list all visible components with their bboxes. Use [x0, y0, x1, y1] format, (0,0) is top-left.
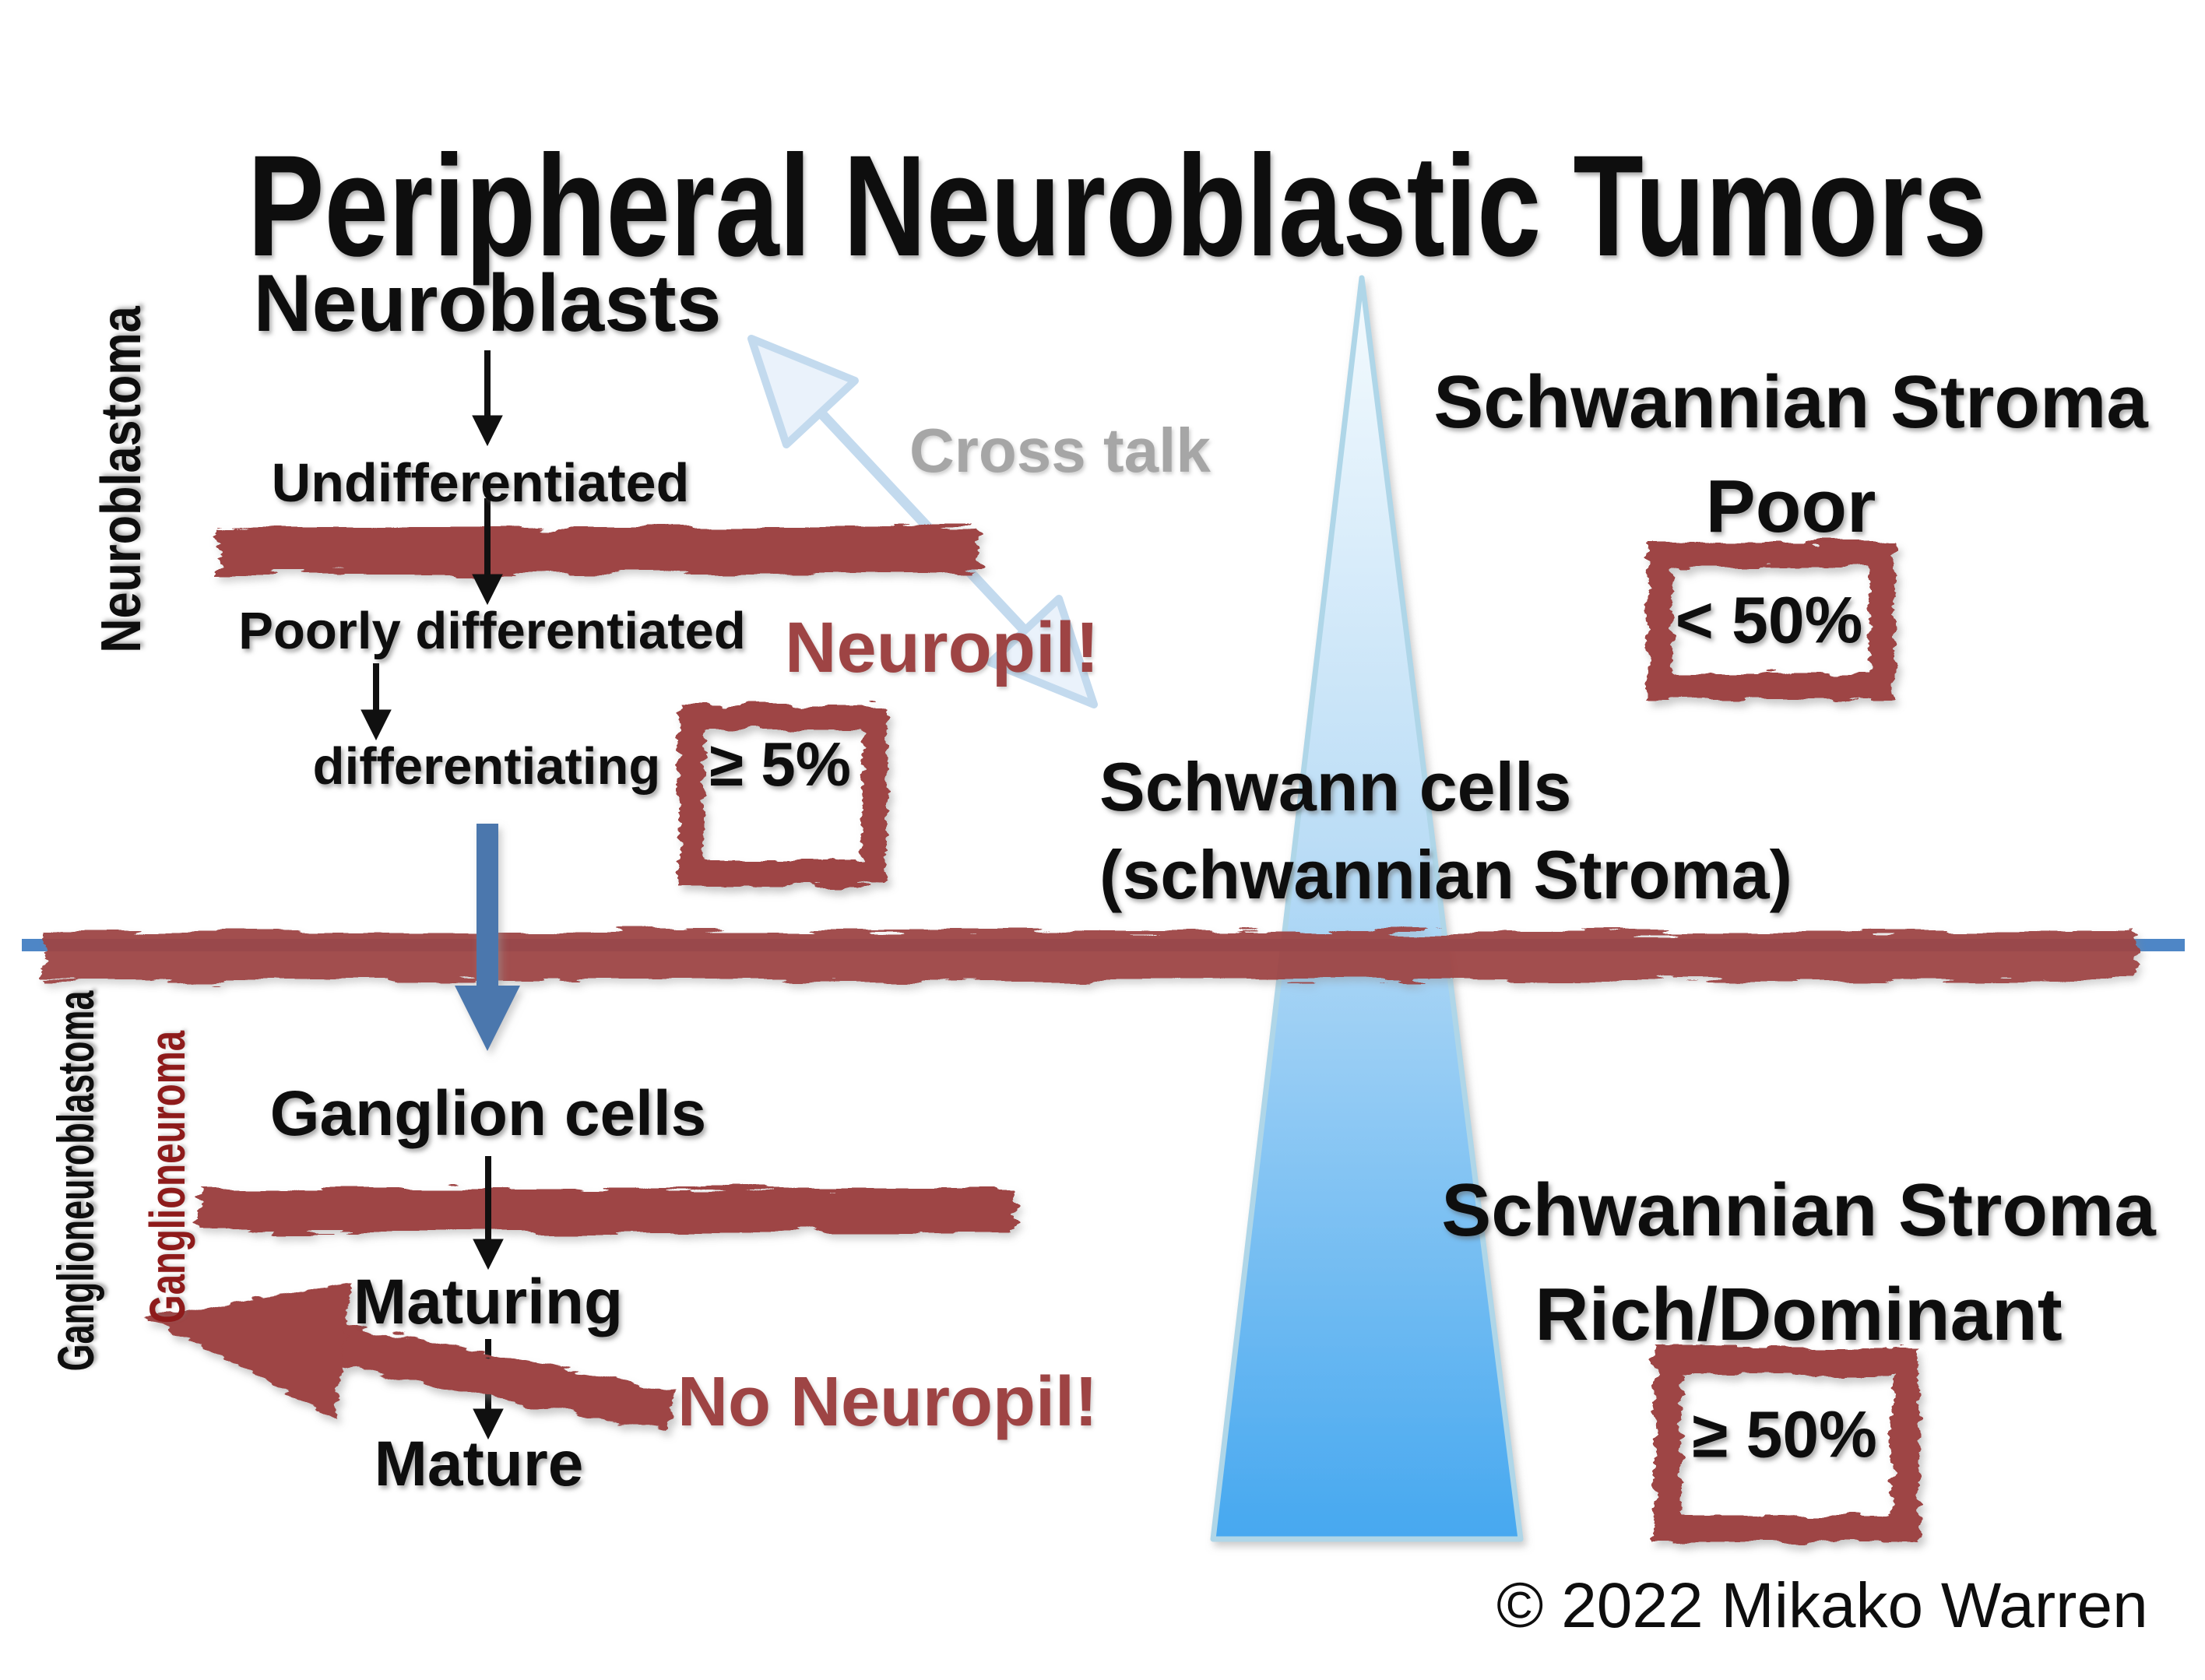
cross-talk-label: Cross talk: [909, 416, 1211, 485]
cross-talk-arrowhead-up-icon: [747, 335, 859, 448]
maturation-blue-arrow: [455, 824, 520, 1051]
flow-arrows: [360, 350, 504, 1440]
stroma-poor-threshold-value: < 50%: [1675, 583, 1863, 657]
cross-talk-arrowhead-down-icon: [986, 595, 1098, 708]
stroma-poor-heading-line2: Poor: [1705, 465, 1876, 549]
stroma-rich-heading-line2: Rich/Dominant: [1535, 1273, 2063, 1357]
schwann-cells-label: Schwann cells (schwannian Stroma): [1099, 743, 1792, 919]
stroma-gradient-triangle: [1210, 275, 1524, 1542]
flow-stage-poorly-differentiated: Poorly differentiated: [238, 602, 746, 660]
copyright-notice: © 2022 Mikako Warren: [1496, 1570, 2148, 1641]
vertical-label-ganglioneuroma: Ganglioneuroma: [139, 1030, 195, 1324]
no-neuropil-label: No Neuropil!: [677, 1363, 1098, 1441]
flow-root-neuroblasts: Neuroblasts: [253, 258, 722, 349]
divider-red-marker-stripe: [43, 932, 2136, 980]
arrow-neuroblasts-to-undifferentiated: [472, 350, 503, 447]
underline-undifferentiated: [218, 527, 978, 574]
flow-stage-mature: Mature: [374, 1429, 584, 1499]
page-title: Peripheral Neuroblastic Tumors: [247, 125, 1988, 286]
no-neuropil-red-arrow: [146, 1283, 676, 1432]
arrow-poorly-to-differentiating: [360, 663, 392, 741]
cross-talk-arrow: [747, 335, 1098, 708]
box-neuropil-threshold: [679, 705, 887, 886]
arrow-undifferentiated-to-poorly: [472, 498, 503, 606]
arrow-ganglion-to-maturing: [473, 1156, 504, 1271]
vertical-label-neuroblastoma: Neuroblastoma: [90, 306, 153, 653]
neuropil-threshold-value: ≥ 5%: [709, 729, 851, 799]
flow-stage-undifferentiated: Undifferentiated: [271, 452, 690, 513]
underline-ganglion-cells: [201, 1189, 1015, 1232]
flow-stage-differentiating: differentiating: [312, 737, 661, 796]
box-stroma-rich-threshold: [1655, 1348, 1918, 1541]
stroma-rich-threshold-value: ≥ 50%: [1692, 1397, 1877, 1471]
stroma-poor-heading: Schwannian Stroma Poor: [1433, 350, 2148, 560]
box-stroma-poor-threshold: [1648, 542, 1894, 699]
schwann-cells-line2: (schwannian Stroma): [1099, 835, 1792, 913]
schwann-cells-line1: Schwann cells: [1099, 748, 1572, 825]
flow-stage-ganglion-cells: Ganglion cells: [269, 1078, 707, 1149]
flow-stage-maturing: Maturing: [353, 1267, 624, 1337]
stroma-rich-heading: Schwannian Stroma Rich/Dominant: [1441, 1158, 2156, 1368]
stroma-rich-heading-line1: Schwannian Stroma: [1441, 1169, 2156, 1252]
neuropil-label: Neuropil!: [785, 608, 1099, 687]
vertical-label-ganglioneuroblastoma: Ganglioneuroblastoma: [47, 990, 104, 1372]
stroma-poor-heading-line1: Schwannian Stroma: [1433, 360, 2148, 444]
